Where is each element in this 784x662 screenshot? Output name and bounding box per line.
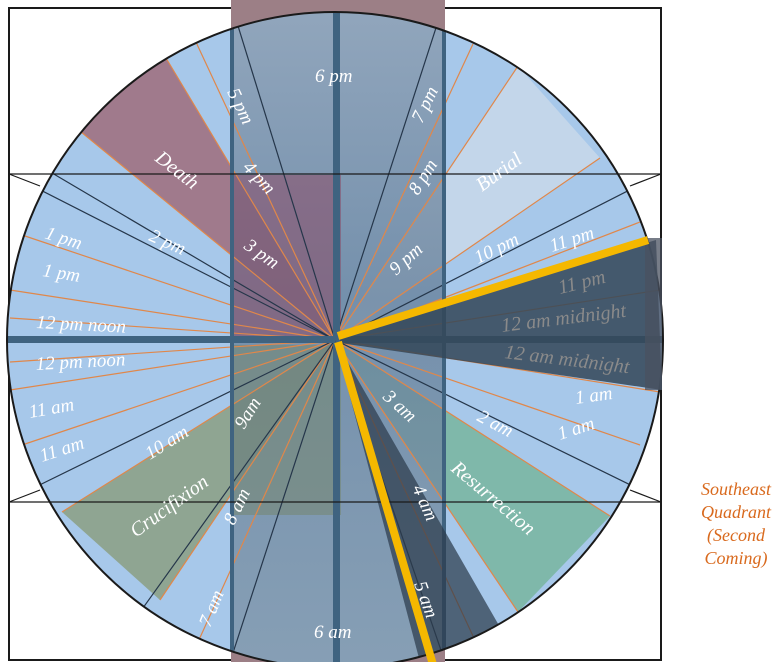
- strip-edge-left: [230, 12, 234, 662]
- midnight-band: [340, 240, 662, 390]
- vertical-axis: [333, 12, 340, 662]
- label-6pm: 6 pm: [315, 66, 352, 87]
- label-noon-b: 12 pm noon: [35, 349, 126, 375]
- label-1am-a: 1 am: [574, 383, 614, 409]
- hand-eleven-pm: [336, 236, 650, 340]
- side-note-line-2: Quadrant: [700, 502, 771, 522]
- crucifixion-strip-tint: [231, 345, 341, 515]
- guide-lines: [8, 173, 662, 503]
- side-note-line-3: (Second: [707, 525, 765, 545]
- midnight-band-edge: [645, 238, 662, 390]
- dial-outline: [6, 11, 664, 662]
- label-6am: 6 am: [314, 622, 351, 643]
- second-coming-wedge: [335, 340, 520, 662]
- side-note-line-1: Southeast: [701, 479, 771, 499]
- side-note-line-4: Coming): [704, 548, 768, 568]
- hand-five-am: [334, 340, 437, 662]
- label-noon-a: 12 pm noon: [36, 312, 127, 338]
- southeast-quadrant-note: Southeast Quadrant (Second Coming): [688, 478, 784, 570]
- horizontal-axis: [7, 336, 662, 343]
